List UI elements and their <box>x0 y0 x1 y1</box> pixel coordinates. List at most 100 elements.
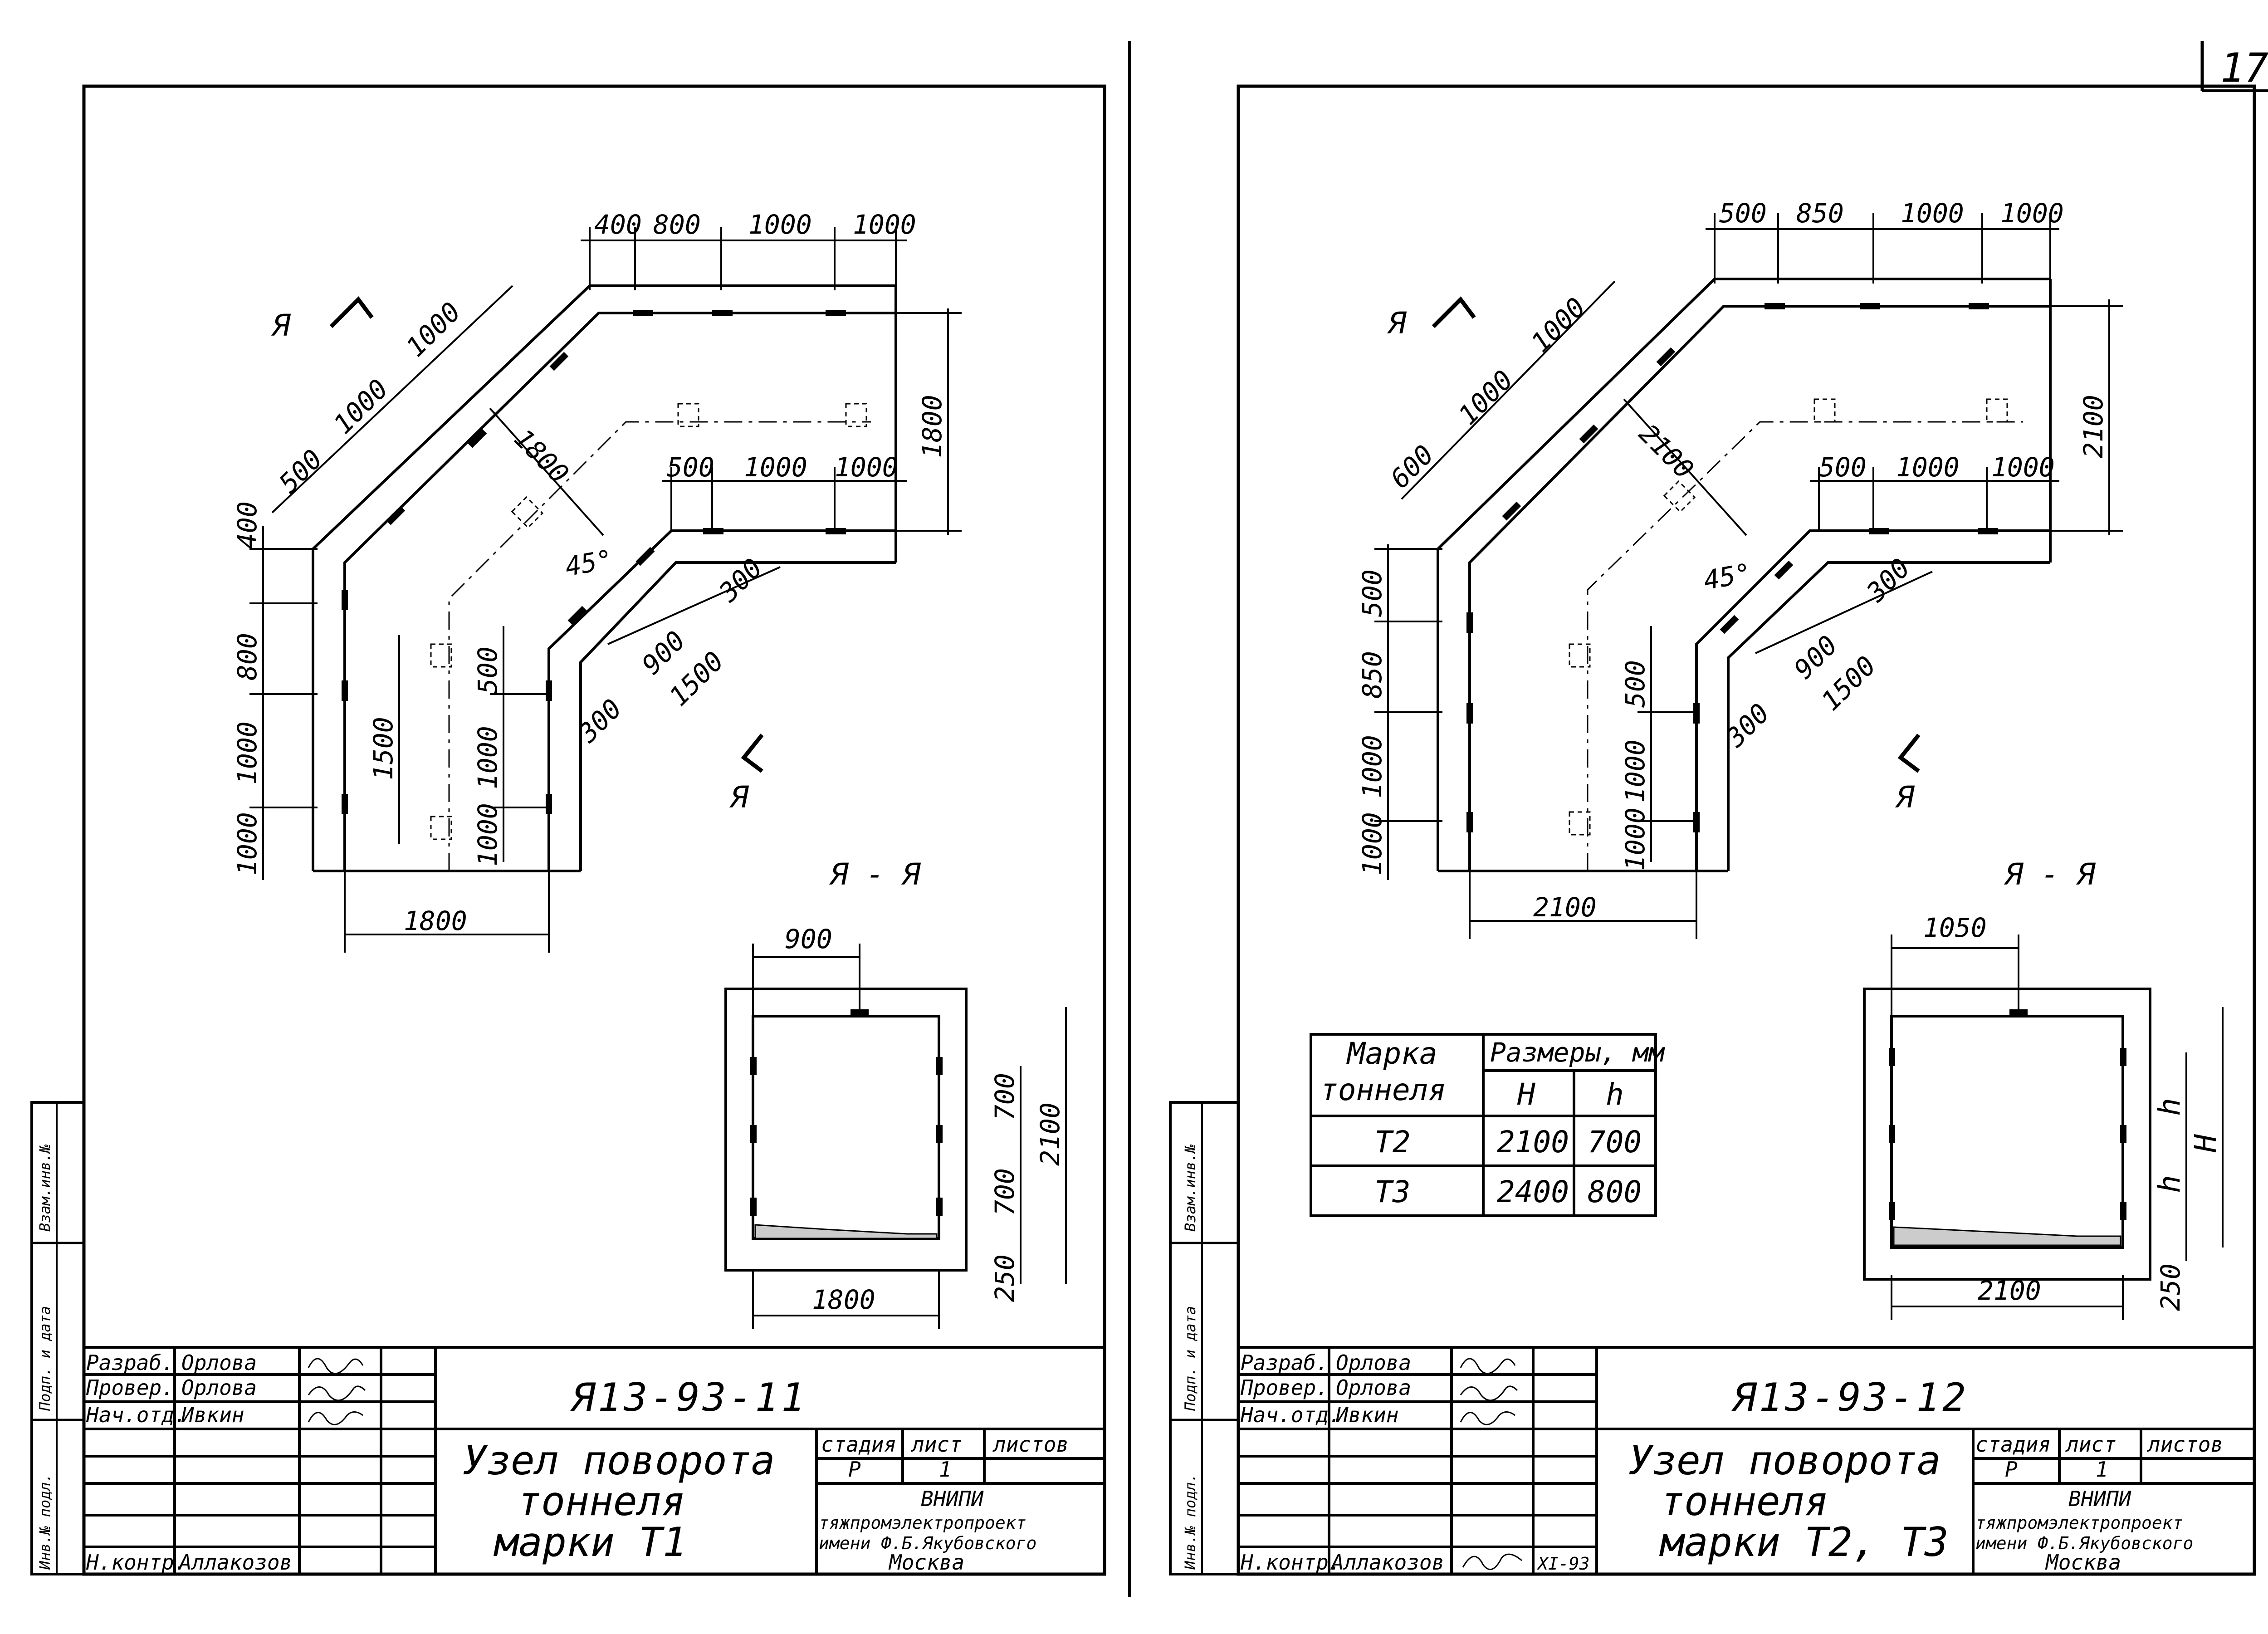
right-top-dim-2: 850 <box>1796 198 1844 229</box>
left-thick-1: 300 <box>713 553 768 608</box>
right-stage-value: Р <box>2005 1457 2018 1482</box>
left-side-strip: Взам.инв.№ Подп. и дата Инв.№ подл. <box>30 1101 85 1575</box>
left-cut-mark-top: Я <box>271 308 291 343</box>
left-plan-view <box>312 284 897 872</box>
right-top-dim-1: 500 <box>1719 198 1767 229</box>
right-cut-mark-top: Я <box>1387 306 1407 341</box>
left-section-right-dim-2: 700 <box>989 1168 1020 1216</box>
table-row-1-h: 700 <box>1588 1125 1642 1159</box>
left-sheet-value: 1 <box>939 1457 952 1482</box>
right-top-dim-line <box>1706 213 2059 284</box>
right-right-dim-line <box>2050 299 2123 535</box>
left-org-1: ВНИПИ <box>921 1487 984 1511</box>
table-sub-h: h <box>1606 1077 1624 1112</box>
left-diag-dim-3: 1000 <box>400 296 467 363</box>
right-section-right-dim-2: h <box>2152 1175 2187 1193</box>
right-diag-dim-3: 1000 <box>1525 292 1592 358</box>
page-number: 17 <box>2220 44 2268 91</box>
right-sheet: Взам.инв.№ Подп. и дата Инв.№ подл. Я Я <box>1169 84 2256 1576</box>
left-section-bottom-dim: 1800 <box>812 1284 875 1315</box>
right-org-1: ВНИПИ <box>2068 1487 2131 1511</box>
right-diag-mid-dim: 2100 <box>1633 418 1700 485</box>
left-title-line-1: Узел поворота <box>463 1437 775 1484</box>
right-sheets-header: листов <box>2147 1432 2223 1457</box>
right-angle: 45° <box>1701 558 1754 596</box>
right-role-4: Н.контр. <box>1240 1550 1341 1575</box>
left-role-1: Разраб. <box>86 1350 174 1375</box>
right-org-3: имени Ф.Б.Якубовского <box>1975 1533 2193 1553</box>
table-header-dims: Размеры, мм <box>1490 1037 1665 1068</box>
right-diag-dim-1: 600 <box>1384 439 1440 494</box>
left-name-1: Орлова <box>181 1350 257 1375</box>
left-inner-diag-line <box>607 566 781 645</box>
left-inner-left-3: 1000 <box>472 803 503 866</box>
table-header-mark-1: Марка <box>1346 1036 1437 1071</box>
right-org-2: тяжпромэлектропроект <box>1975 1513 2183 1533</box>
left-title-line-2: тоннеля <box>517 1478 685 1525</box>
left-top-dim-4: 1000 <box>853 209 916 240</box>
right-side-strip: Взам.инв.№ Подп. и дата Инв.№ подл. <box>1169 1101 1240 1575</box>
right-section-right-dim-3: H <box>2188 1134 2223 1153</box>
right-title-block <box>1238 1346 2254 1574</box>
left-left-dim-line <box>249 526 318 880</box>
side-label-inv: Инв.№ подл. <box>36 1473 54 1570</box>
left-sheet: Взам.инв.№ Подп. и дата Инв.№ подл. <box>30 84 1106 1576</box>
left-section-dim-lines <box>752 944 1067 1329</box>
left-name-3: Ивкин <box>181 1403 244 1427</box>
table-row-1-H: 2100 <box>1497 1125 1569 1159</box>
left-diag-mid-dim: 1800 <box>508 423 575 489</box>
right-top-dim-4: 1000 <box>2000 198 2064 229</box>
left-left-dim-1: 400 <box>232 501 263 549</box>
table-row-2-mark: Т3 <box>1374 1174 1410 1209</box>
right-name-2: Орлова <box>1336 1375 1411 1400</box>
right-section-dim-lines <box>1891 934 2224 1320</box>
left-diag-dim-1: 500 <box>273 444 328 499</box>
right-sheet-header: лист <box>2065 1432 2116 1457</box>
left-inner-left-2: 1000 <box>472 726 503 789</box>
right-left-dim-2: 850 <box>1357 651 1388 699</box>
left-section-right-dim-3: 2100 <box>1035 1102 1066 1166</box>
left-stage-header: стадия <box>821 1432 896 1457</box>
marks-table <box>1310 1033 1657 1217</box>
right-right-depth-dim: 2100 <box>2078 395 2109 458</box>
right-inner-left-3: 1000 <box>1620 807 1651 871</box>
right-bottom-dim: 2100 <box>1533 892 1597 923</box>
left-section-plates <box>750 1009 943 1216</box>
left-org-4: Москва <box>888 1550 964 1575</box>
right-inner-top-dim-3: 1000 <box>1991 452 2055 483</box>
right-title-line-1: Узел поворота <box>1628 1437 1941 1484</box>
table-header-mark-2: тоннеля <box>1320 1072 1446 1107</box>
page-number-box: 17 <box>2200 41 2268 92</box>
right-inner-diag-line <box>1755 571 1933 654</box>
right-section-fill <box>1893 1226 2121 1246</box>
table-row-1-mark: Т2 <box>1374 1125 1410 1159</box>
left-inner-top-line <box>662 467 907 531</box>
right-bottom-dim-line <box>1469 871 1697 939</box>
right-section-top-dim: 1050 <box>1923 912 1987 943</box>
right-sheet-value: 1 <box>2096 1457 2108 1482</box>
right-role-2: Провер. <box>1240 1375 1329 1400</box>
left-section-title: Я - Я <box>829 857 921 892</box>
right-date: XI-93 <box>1536 1554 1589 1574</box>
left-dashed-markers <box>430 403 867 840</box>
right-section-base-dim: 250 <box>2155 1263 2186 1311</box>
left-diag-mid-line <box>489 407 604 536</box>
table-row-2-h: 800 <box>1588 1174 1642 1209</box>
right-dashed-markers <box>1569 398 2008 836</box>
left-drawing-code: Я13-93-11 <box>570 1375 807 1420</box>
right-inner-top-dim-2: 1000 <box>1896 452 1960 483</box>
left-role-3: Нач.отд. <box>86 1403 187 1427</box>
right-title-line-3: марки Т2, Т3 <box>1659 1519 1949 1566</box>
left-frame <box>82 84 1106 1576</box>
right-name-1: Орлова <box>1336 1350 1411 1375</box>
right-section-right-dim-1: h <box>2152 1098 2187 1116</box>
right-left-dim-4: 1000 <box>1357 812 1388 876</box>
left-diag-dim-line <box>271 285 513 514</box>
right-name-4: Аллакозов <box>1330 1550 1444 1575</box>
right-inner-left-line <box>1637 626 1696 862</box>
left-left-dim-4: 1000 <box>232 812 263 876</box>
left-angle: 45° <box>563 544 615 582</box>
right-title-line-2: тоннеля <box>1660 1478 1828 1525</box>
right-top-dim-3: 1000 <box>1901 198 1964 229</box>
